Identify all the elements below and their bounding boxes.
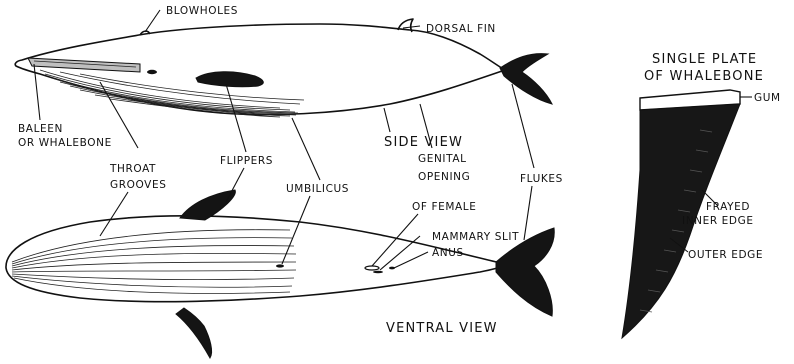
leader-genital-bottom xyxy=(372,214,418,266)
ventral-upper-flipper xyxy=(180,190,235,220)
baleen-strip xyxy=(28,58,140,72)
label-side-view: SIDE VIEW xyxy=(384,135,463,150)
whalebone-plate xyxy=(622,90,740,338)
label-dorsal-fin: DORSAL FIN xyxy=(426,23,496,35)
label-umbilicus: UMBILICUS xyxy=(286,183,349,195)
label-genital-line1: GENITAL xyxy=(418,153,467,165)
leader-flippers-side xyxy=(226,84,246,152)
label-flukes: FLUKES xyxy=(520,173,563,185)
leader-side-view xyxy=(384,108,390,132)
label-blowholes: BLOWHOLES xyxy=(166,5,238,17)
label-genital-line3: OF FEMALE xyxy=(412,201,476,213)
leader-flukes-top xyxy=(512,84,534,168)
label-plate-title-line2: OF WHALEBONE xyxy=(644,69,764,84)
label-baleen-line1: BALEEN xyxy=(18,123,63,135)
side-flukes xyxy=(500,54,552,104)
side-throat-grooves xyxy=(40,70,304,117)
mammary-slit-mark xyxy=(373,271,383,273)
label-mammary-slit: MAMMARY SLIT xyxy=(432,231,519,243)
label-baleen-line2: OR WHALEBONE xyxy=(18,137,112,149)
genital-opening-mark xyxy=(365,266,379,270)
label-gum: GUM xyxy=(754,92,781,104)
label-ventral-view: VENTRAL VIEW xyxy=(386,321,498,336)
leader-throat-lower xyxy=(100,192,128,236)
umbilicus-mark xyxy=(276,264,284,267)
side-flipper xyxy=(196,72,263,87)
ventral-lower-flipper xyxy=(176,308,212,358)
leader-flukes-bottom xyxy=(524,186,532,240)
label-throat-line2: GROOVES xyxy=(110,179,166,191)
label-flippers: FLIPPERS xyxy=(220,155,273,167)
label-genital-line2: OPENING xyxy=(418,171,470,183)
ventral-throat-grooves xyxy=(12,230,296,294)
label-plate-title-line1: SINGLE PLATE xyxy=(652,52,757,67)
eye xyxy=(147,70,157,74)
label-anus: ANUS xyxy=(432,247,464,259)
leader-flippers-ventral xyxy=(226,168,244,202)
label-frayed-line1: FRAYED xyxy=(706,201,750,213)
leader-umbilicus-top xyxy=(292,118,320,180)
label-throat-line1: THROAT xyxy=(109,163,156,175)
leader-blowholes xyxy=(145,10,160,32)
label-frayed-line2: INNER EDGE xyxy=(682,215,754,227)
label-outer-edge: OUTER EDGE xyxy=(688,249,763,261)
